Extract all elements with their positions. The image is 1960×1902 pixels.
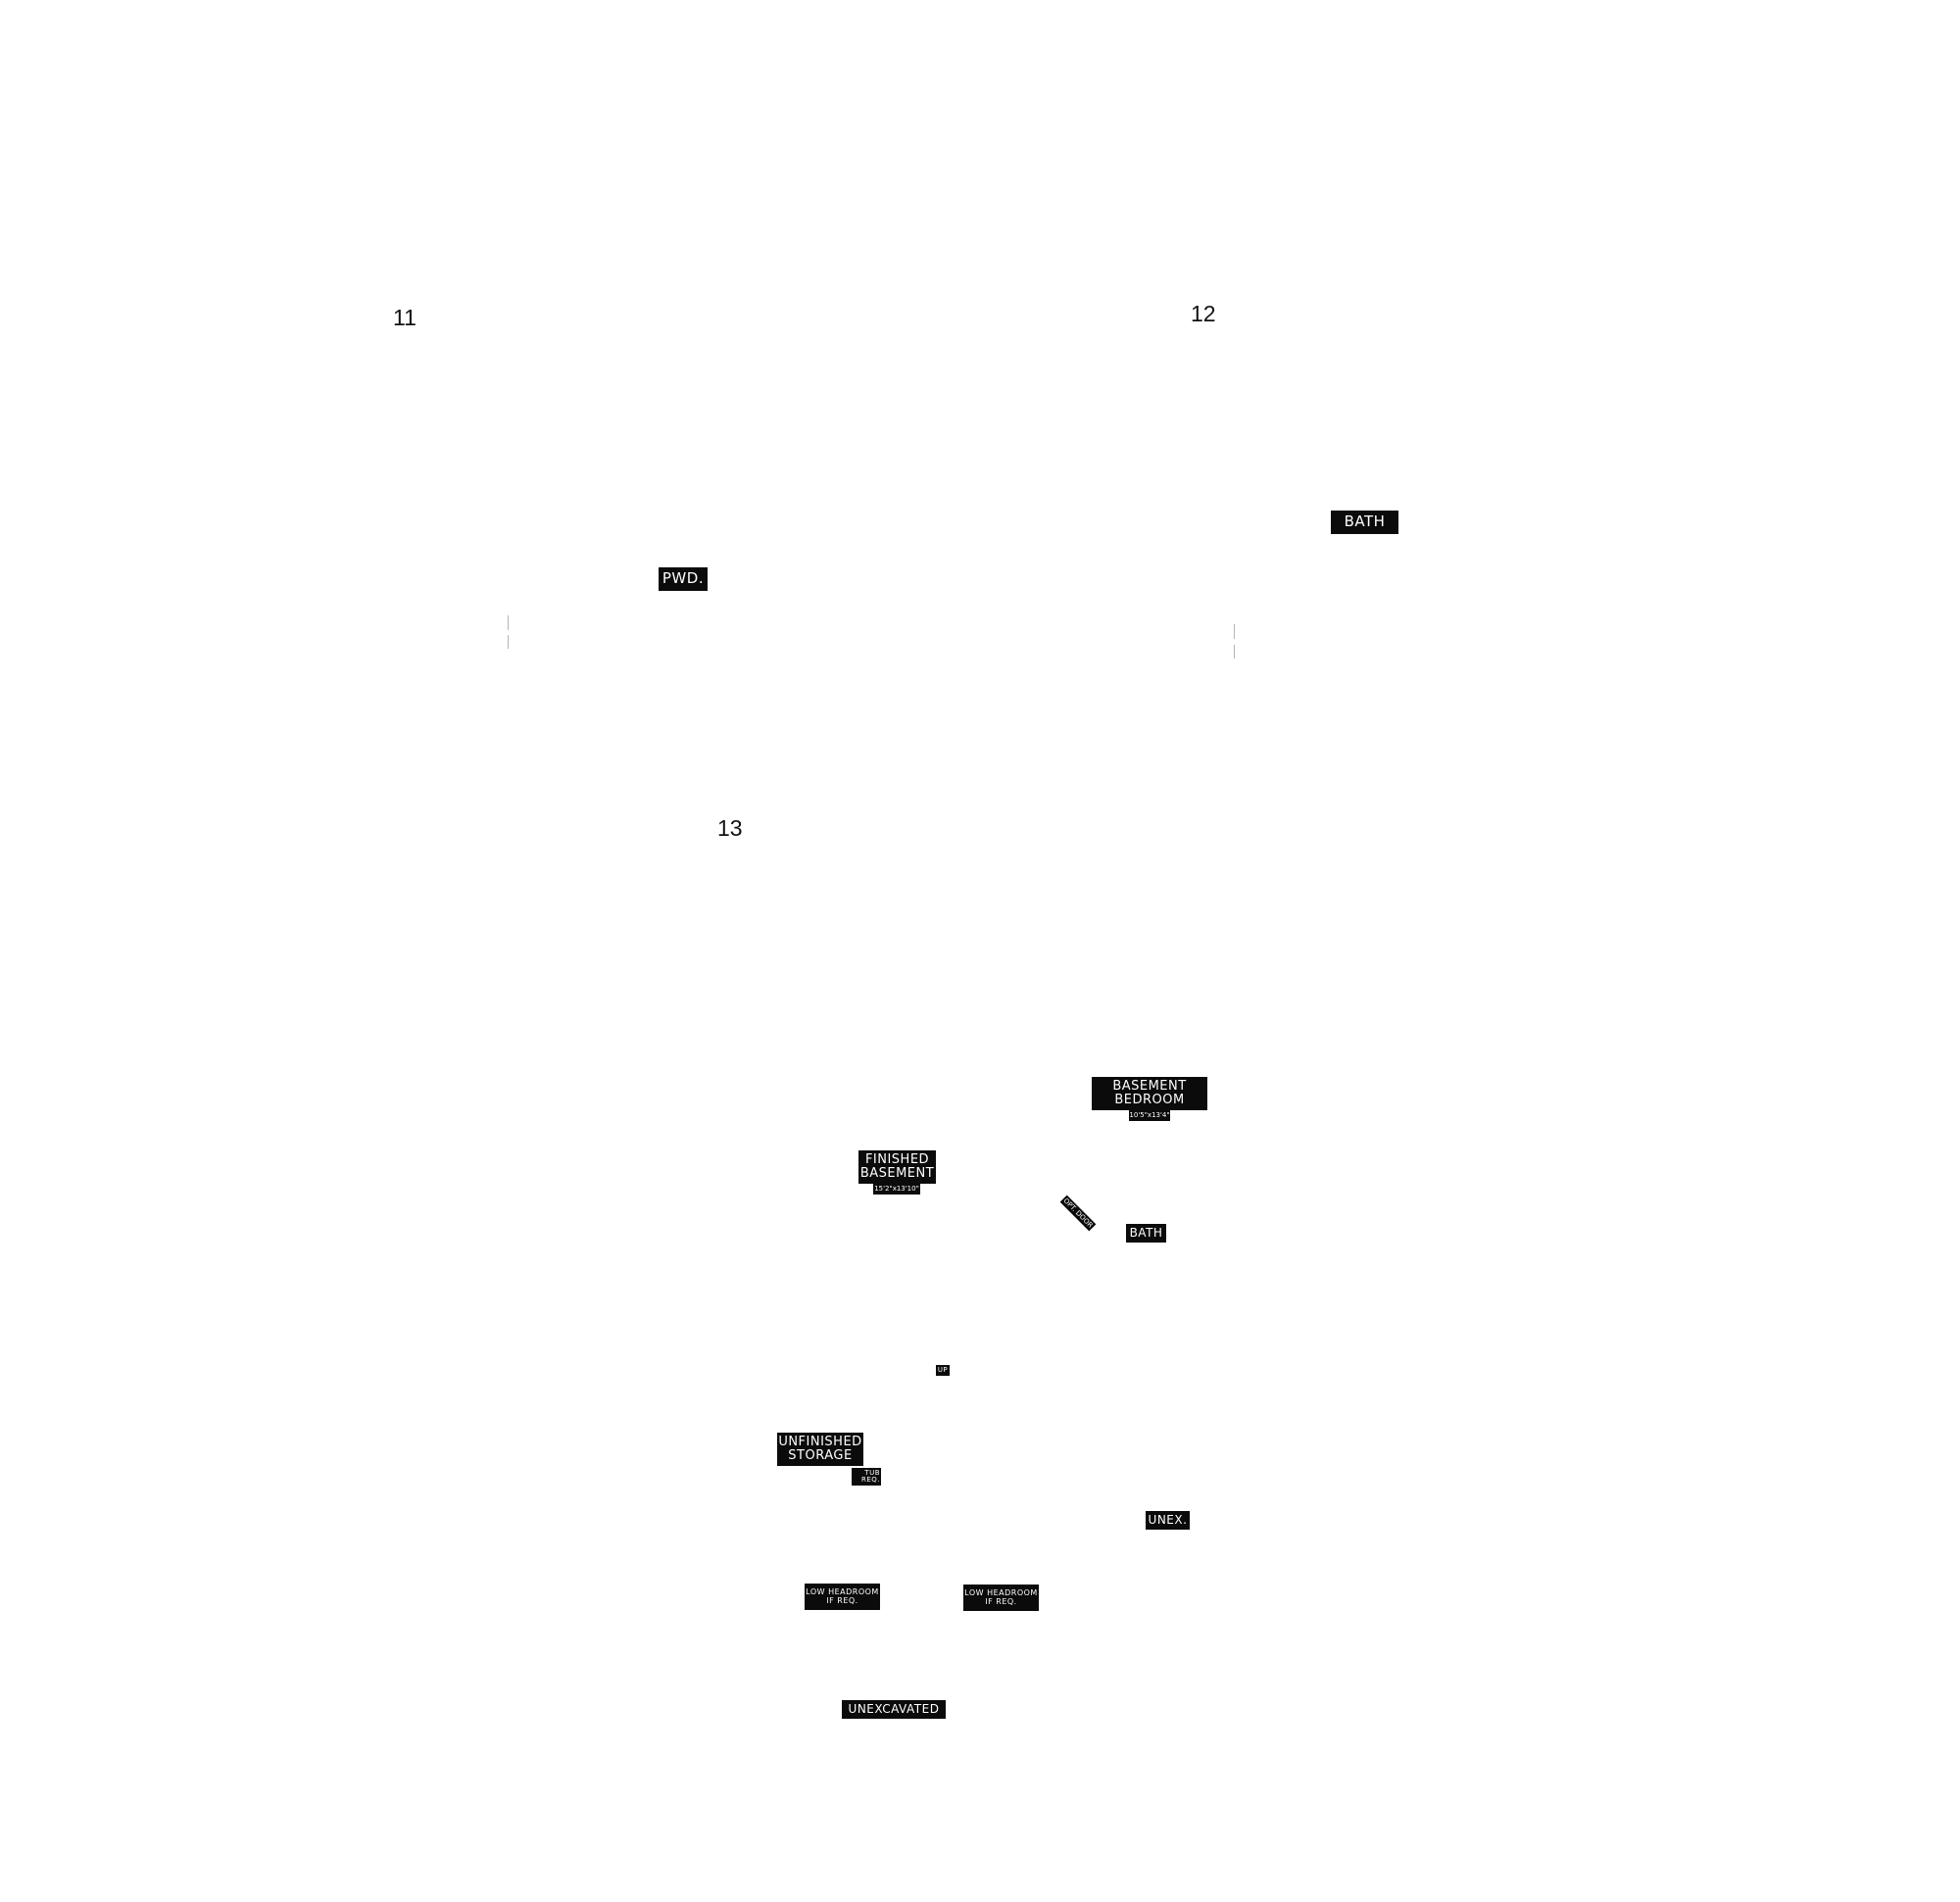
room-label-line2: STORAGE: [788, 1448, 853, 1463]
label-low-headroom-right: LOW HEADROOM IF REQ.: [963, 1585, 1039, 1611]
label-optional-door: OPT. DOOR: [1059, 1195, 1097, 1232]
room-label-line2: BEDROOM: [1114, 1093, 1185, 1107]
room-label-text: PWD.: [662, 569, 705, 588]
room-label-unexcavated: UNEXCAVATED: [842, 1700, 946, 1719]
room-dimension-basement-bedroom: 10'5"x13'4": [1129, 1110, 1170, 1121]
room-label-line1: UNFINISHED: [778, 1435, 862, 1450]
tick-mark: [1234, 624, 1235, 639]
room-label-unfinished-storage: UNFINISHED STORAGE: [777, 1433, 863, 1466]
page-number-12: 12: [1191, 301, 1216, 326]
room-label-text: UNEX.: [1148, 1513, 1188, 1528]
room-dimension-finished-basement: 15'2"x13'10": [873, 1184, 920, 1195]
page-number-13: 13: [717, 815, 743, 841]
room-label-bath-upper: BATH: [1331, 511, 1398, 534]
room-label-powder-room: PWD.: [659, 567, 708, 591]
room-label-text: UNEXCAVATED: [848, 1702, 940, 1717]
tick-mark: [1234, 645, 1235, 658]
label-line1: TUB: [864, 1468, 880, 1477]
room-label-text: BATH: [1129, 1226, 1163, 1241]
room-label-text: BATH: [1344, 512, 1386, 531]
room-label-line1: FINISHED: [864, 1152, 930, 1168]
room-label-basement-bedroom: BASEMENT BEDROOM: [1092, 1077, 1207, 1110]
label-line2: IF REQ.: [826, 1595, 858, 1605]
label-line1: LOW HEADROOM: [964, 1588, 1038, 1598]
label-tub-required: TUB REQ.: [852, 1468, 881, 1486]
label-stairs-up: UP: [936, 1365, 950, 1376]
label-low-headroom-left: LOW HEADROOM IF REQ.: [805, 1584, 880, 1610]
label-line2: IF REQ.: [985, 1596, 1017, 1606]
label-text: UP: [937, 1365, 949, 1374]
tick-mark: [508, 615, 509, 630]
room-label-finished-basement: FINISHED BASEMENT: [858, 1150, 936, 1184]
page-number-11: 11: [393, 305, 416, 330]
room-label-bath-lower: BATH: [1126, 1224, 1166, 1243]
label-line1: LOW HEADROOM: [806, 1587, 879, 1597]
label-line2: REQ.: [860, 1476, 880, 1484]
room-label-line1: BASEMENT: [1112, 1079, 1187, 1095]
room-label-line2: BASEMENT: [859, 1166, 935, 1181]
room-label-unexcavated-short: UNEX.: [1146, 1511, 1190, 1530]
tick-mark: [508, 635, 509, 649]
